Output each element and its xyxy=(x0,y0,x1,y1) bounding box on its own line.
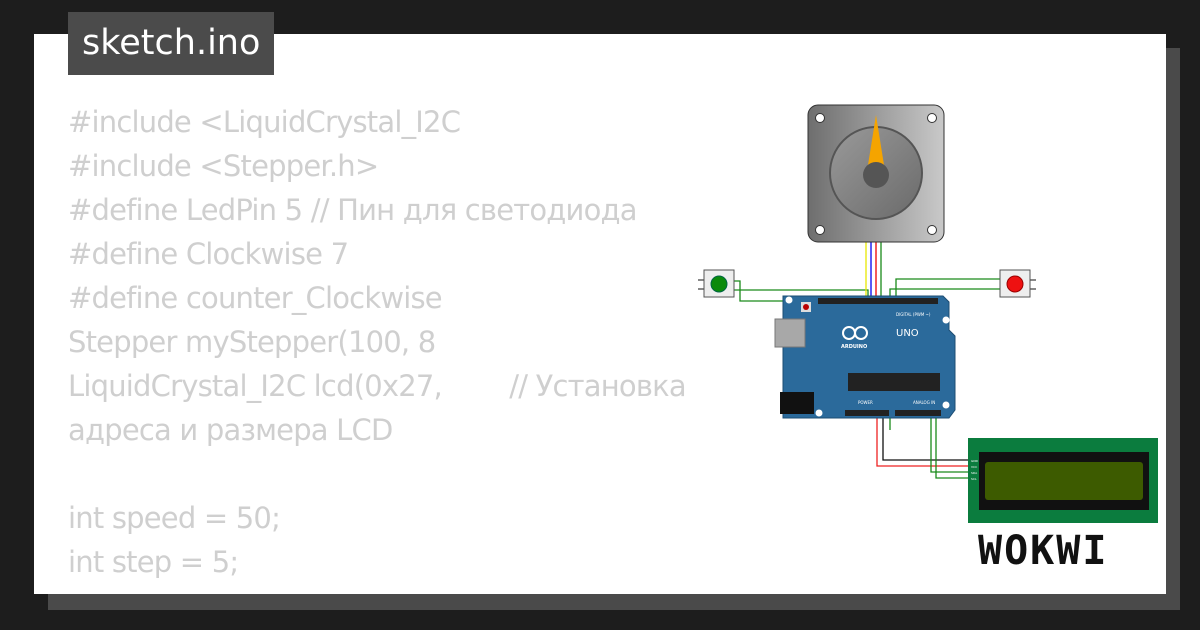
code-line: int speed = 50; xyxy=(68,501,281,535)
code-line: #define LedPin 5 // Пин для светодиода xyxy=(68,193,638,227)
board-model: UNO xyxy=(896,328,919,339)
motor-pointer xyxy=(868,115,884,165)
lcd-pin-gnd: GND xyxy=(971,459,979,463)
code-line: Stepper myStepper(100, 8 xyxy=(68,325,436,359)
digital-label: DIGITAL (PWM ~) xyxy=(896,312,931,317)
code-line: #include <LiquidCrystal_I2C xyxy=(68,105,461,139)
code-line: #define counter_Clockwise xyxy=(68,281,443,315)
lcd-pin-scl: SCL xyxy=(971,477,977,481)
code-line: int step = 5; xyxy=(68,545,239,579)
power-label: POWER xyxy=(858,400,873,405)
lcd-pin-vcc: VCC xyxy=(971,465,977,469)
code-line: #define Clockwise 7 xyxy=(68,237,349,271)
wires xyxy=(734,242,1000,479)
pushbutton-green[interactable] xyxy=(698,269,735,298)
code-line: #include <Stepper.h> xyxy=(68,149,379,183)
code-line: LiquidCrystal_I2C lcd(0x27, // Установка… xyxy=(68,369,695,447)
pushbutton-red[interactable] xyxy=(999,269,1036,298)
stepper-motor xyxy=(807,104,945,243)
analog-label: ANALOG IN xyxy=(913,400,935,405)
code-preview: #include <LiquidCrystal_I2C #include <Ste… xyxy=(68,100,708,584)
arduino-uno-board: ARDUINO UNO DIGITAL (PWM ~) POWER ANALOG… xyxy=(774,295,956,419)
lcd-1602-i2c: GND VCC SDA SCL xyxy=(968,438,1158,523)
lcd-pin-sda: SDA xyxy=(971,471,978,475)
board-brand: ARDUINO xyxy=(841,344,867,350)
wokwi-logo: WOKWI xyxy=(978,528,1109,574)
sketch-title: sketch.ino xyxy=(68,12,275,75)
